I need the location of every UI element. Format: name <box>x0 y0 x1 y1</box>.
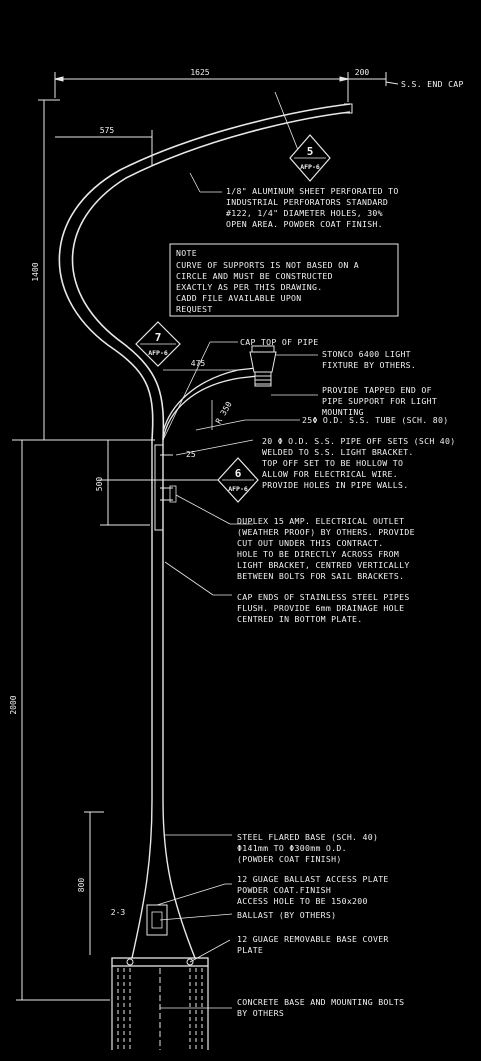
tag-7-ref: AFP-6 <box>148 349 168 357</box>
dim-base-small: 2-3 <box>111 908 126 917</box>
note: NOTE CURVE OF SUPPORTS IS NOT BASED ON A… <box>176 248 359 314</box>
callout-pipe-offsets: 20 Φ O.D. S.S. PIPE OFF SETS (SCH 40) WE… <box>262 436 455 490</box>
svg-text:FIXTURE BY OTHERS.: FIXTURE BY OTHERS. <box>322 360 416 370</box>
note-title: NOTE <box>176 248 197 258</box>
svg-text:STEEL FLARED BASE (SCH. 40): STEEL FLARED BASE (SCH. 40) <box>237 832 378 842</box>
inner-dimension <box>55 130 153 165</box>
svg-text:BETWEEN BOLTS FOR SAIL BRACKET: BETWEEN BOLTS FOR SAIL BRACKETS. <box>237 571 404 581</box>
svg-text:CONCRETE BASE AND MOUNTING BOL: CONCRETE BASE AND MOUNTING BOLTS <box>237 997 404 1007</box>
svg-text:WELDED TO S.S. LIGHT BRACKET.: WELDED TO S.S. LIGHT BRACKET. <box>262 447 414 457</box>
leader-lines <box>156 91 318 1009</box>
note-line: EXACTLY AS PER THIS DRAWING. <box>176 282 322 292</box>
dim-end-offset: 200 <box>355 68 370 77</box>
note-line: CURVE OF SUPPORTS IS NOT BASED ON A <box>176 260 359 270</box>
tag-5-ref: AFP-6 <box>300 163 320 171</box>
svg-text:POWDER COAT.FINISH: POWDER COAT.FINISH <box>237 885 331 895</box>
callout-cap-top: CAP TOP OF PIPE <box>240 337 318 347</box>
callout-outlet: DUPLEX 15 AMP. ELECTRICAL OUTLET (WEATHE… <box>237 516 415 581</box>
svg-text:CAP ENDS OF STAINLESS STEEL PI: CAP ENDS OF STAINLESS STEEL PIPES <box>237 592 410 602</box>
svg-text:12 GUAGE REMOVABLE BASE COVER: 12 GUAGE REMOVABLE BASE COVER <box>237 934 389 944</box>
svg-text:LIGHT BRACKET, CENTRED VERTICA: LIGHT BRACKET, CENTRED VERTICALLY <box>237 560 410 570</box>
tag-7-num: 7 <box>155 331 162 344</box>
svg-text:ACCESS HOLE TO BE 150x200: ACCESS HOLE TO BE 150x200 <box>237 896 368 906</box>
svg-text:Φ141mm TO Φ300mm O.D.: Φ141mm TO Φ300mm O.D. <box>237 843 347 853</box>
curved-arm <box>58 103 353 441</box>
callout-base-cover: 12 GUAGE REMOVABLE BASE COVER PLATE <box>237 934 389 955</box>
svg-text:1/8" ALUMINUM SHEET PERFORATED: 1/8" ALUMINUM SHEET PERFORATED TO <box>226 186 399 196</box>
svg-text:FLUSH. PROVIDE 6mm DRAINAGE H: FLUSH. PROVIDE 6mm DRAINAGE HOLE <box>237 603 404 613</box>
tag-5-num: 5 <box>307 145 314 158</box>
detail-tag-7: 7 AFP-6 <box>135 321 181 367</box>
base-height-dimension <box>16 440 110 1001</box>
svg-text:INDUSTRIAL PERFORATORS STANDAR: INDUSTRIAL PERFORATORS STANDARD <box>226 197 388 207</box>
svg-text:PLATE: PLATE <box>237 945 263 955</box>
dim-bracket-width: 475 <box>191 359 206 368</box>
callout-access-plate: 12 GUAGE BALLAST ACCESS PLATE POWDER COA… <box>237 874 389 906</box>
note-box <box>169 243 399 317</box>
light-bracket <box>162 367 259 441</box>
svg-text:(POWDER COAT FINISH): (POWDER COAT FINISH) <box>237 854 342 864</box>
svg-text:PROVIDE HOLES IN PIPE WALLS.: PROVIDE HOLES IN PIPE WALLS. <box>262 480 408 490</box>
dim-bracket-height: 500 <box>95 477 104 492</box>
note-line: REQUEST <box>176 304 213 314</box>
svg-text:PIPE SUPPORT FOR LIGHT: PIPE SUPPORT FOR LIGHT <box>322 396 437 406</box>
dim-base-height: 2000 <box>9 695 18 714</box>
flare-dimension <box>84 811 104 955</box>
callout-tube: 25Φ O.D. S.S. TUBE (SCH. 80) <box>302 415 448 425</box>
tag-6-ref: AFP-6 <box>228 485 248 493</box>
note-line: CIRCLE AND MUST BE CONSTRUCTED <box>176 271 333 281</box>
top-dimension <box>54 72 399 102</box>
callout-aluminum-sheet: 1/8" ALUMINUM SHEET PERFORATED TO INDUST… <box>226 186 399 229</box>
svg-text:ALLOW FOR ELECTRICAL WIRE.: ALLOW FOR ELECTRICAL WIRE. <box>262 469 398 479</box>
svg-text:PROVIDE TAPPED END OF: PROVIDE TAPPED END OF <box>322 385 432 395</box>
callout-tapped-end: PROVIDE TAPPED END OF PIPE SUPPORT FOR L… <box>322 385 437 417</box>
light-fixture <box>249 345 277 387</box>
dim-flare-height: 800 <box>77 878 86 893</box>
callout-ballast: BALLAST (BY OTHERS) <box>237 910 336 920</box>
dim-offset-small: 25 <box>186 450 196 459</box>
tag-6-num: 6 <box>235 467 242 480</box>
callout-concrete-base: CONCRETE BASE AND MOUNTING BOLTS BY OTHE… <box>237 997 404 1018</box>
svg-text:MOUNTING: MOUNTING <box>322 407 364 417</box>
svg-text:BY OTHERS: BY OTHERS <box>237 1008 284 1018</box>
bracket-dimension <box>100 439 240 526</box>
dim-top-width: 1625 <box>190 68 209 77</box>
note-line: CADD FILE AVAILABLE UPON <box>176 293 302 303</box>
dim-total-height: 1400 <box>31 262 40 281</box>
svg-text:(WEATHER PROOF) BY OTHERS. PR: (WEATHER PROOF) BY OTHERS. PROVIDE <box>237 527 415 537</box>
callout-flared-base: STEEL FLARED BASE (SCH. 40) Φ141mm TO Φ3… <box>237 832 378 864</box>
pole-shaft <box>151 440 177 800</box>
callout-cap-ends: CAP ENDS OF STAINLESS STEEL PIPES FLUSH.… <box>237 592 410 624</box>
dim-inner-offset: 575 <box>100 126 115 135</box>
flared-base <box>131 799 196 959</box>
svg-text:12 GUAGE BALLAST ACCESS PLATE: 12 GUAGE BALLAST ACCESS PLATE <box>237 874 389 884</box>
svg-text:HOLE TO BE DIRECTLY ACROSS FRO: HOLE TO BE DIRECTLY ACROSS FROM <box>237 549 399 559</box>
svg-text:20 Φ O.D. S.S. PIPE OFF SETS (: 20 Φ O.D. S.S. PIPE OFF SETS (SCH 40) <box>262 436 455 446</box>
svg-text:DUPLEX 15 AMP. ELECTRICAL OUTL: DUPLEX 15 AMP. ELECTRICAL OUTLET <box>237 516 404 526</box>
callout-end-cap: S.S. END CAP <box>401 79 464 89</box>
callout-light-fixture: STONCO 6400 LIGHT FIXTURE BY OTHERS. <box>322 349 416 370</box>
detail-tag-6: 6 AFP-6 <box>217 457 259 503</box>
svg-text:TOP OFF SET TO BE HOLLOW TO: TOP OFF SET TO BE HOLLOW TO <box>262 458 403 468</box>
svg-text:CUT OUT UNDER THIS CONTRACT.: CUT OUT UNDER THIS CONTRACT. <box>237 538 383 548</box>
svg-text:#122, 1/4" DIAMETER HOLES, 30%: #122, 1/4" DIAMETER HOLES, 30% <box>226 208 383 218</box>
detail-tag-5: 5 AFP-6 <box>289 134 331 182</box>
svg-text:OPEN AREA. POWDER COAT FINISH: OPEN AREA. POWDER COAT FINISH. <box>226 219 383 229</box>
svg-text:CENTRED IN BOTTOM PLATE.: CENTRED IN BOTTOM PLATE. <box>237 614 363 624</box>
svg-text:STONCO 6400 LIGHT: STONCO 6400 LIGHT <box>322 349 411 359</box>
